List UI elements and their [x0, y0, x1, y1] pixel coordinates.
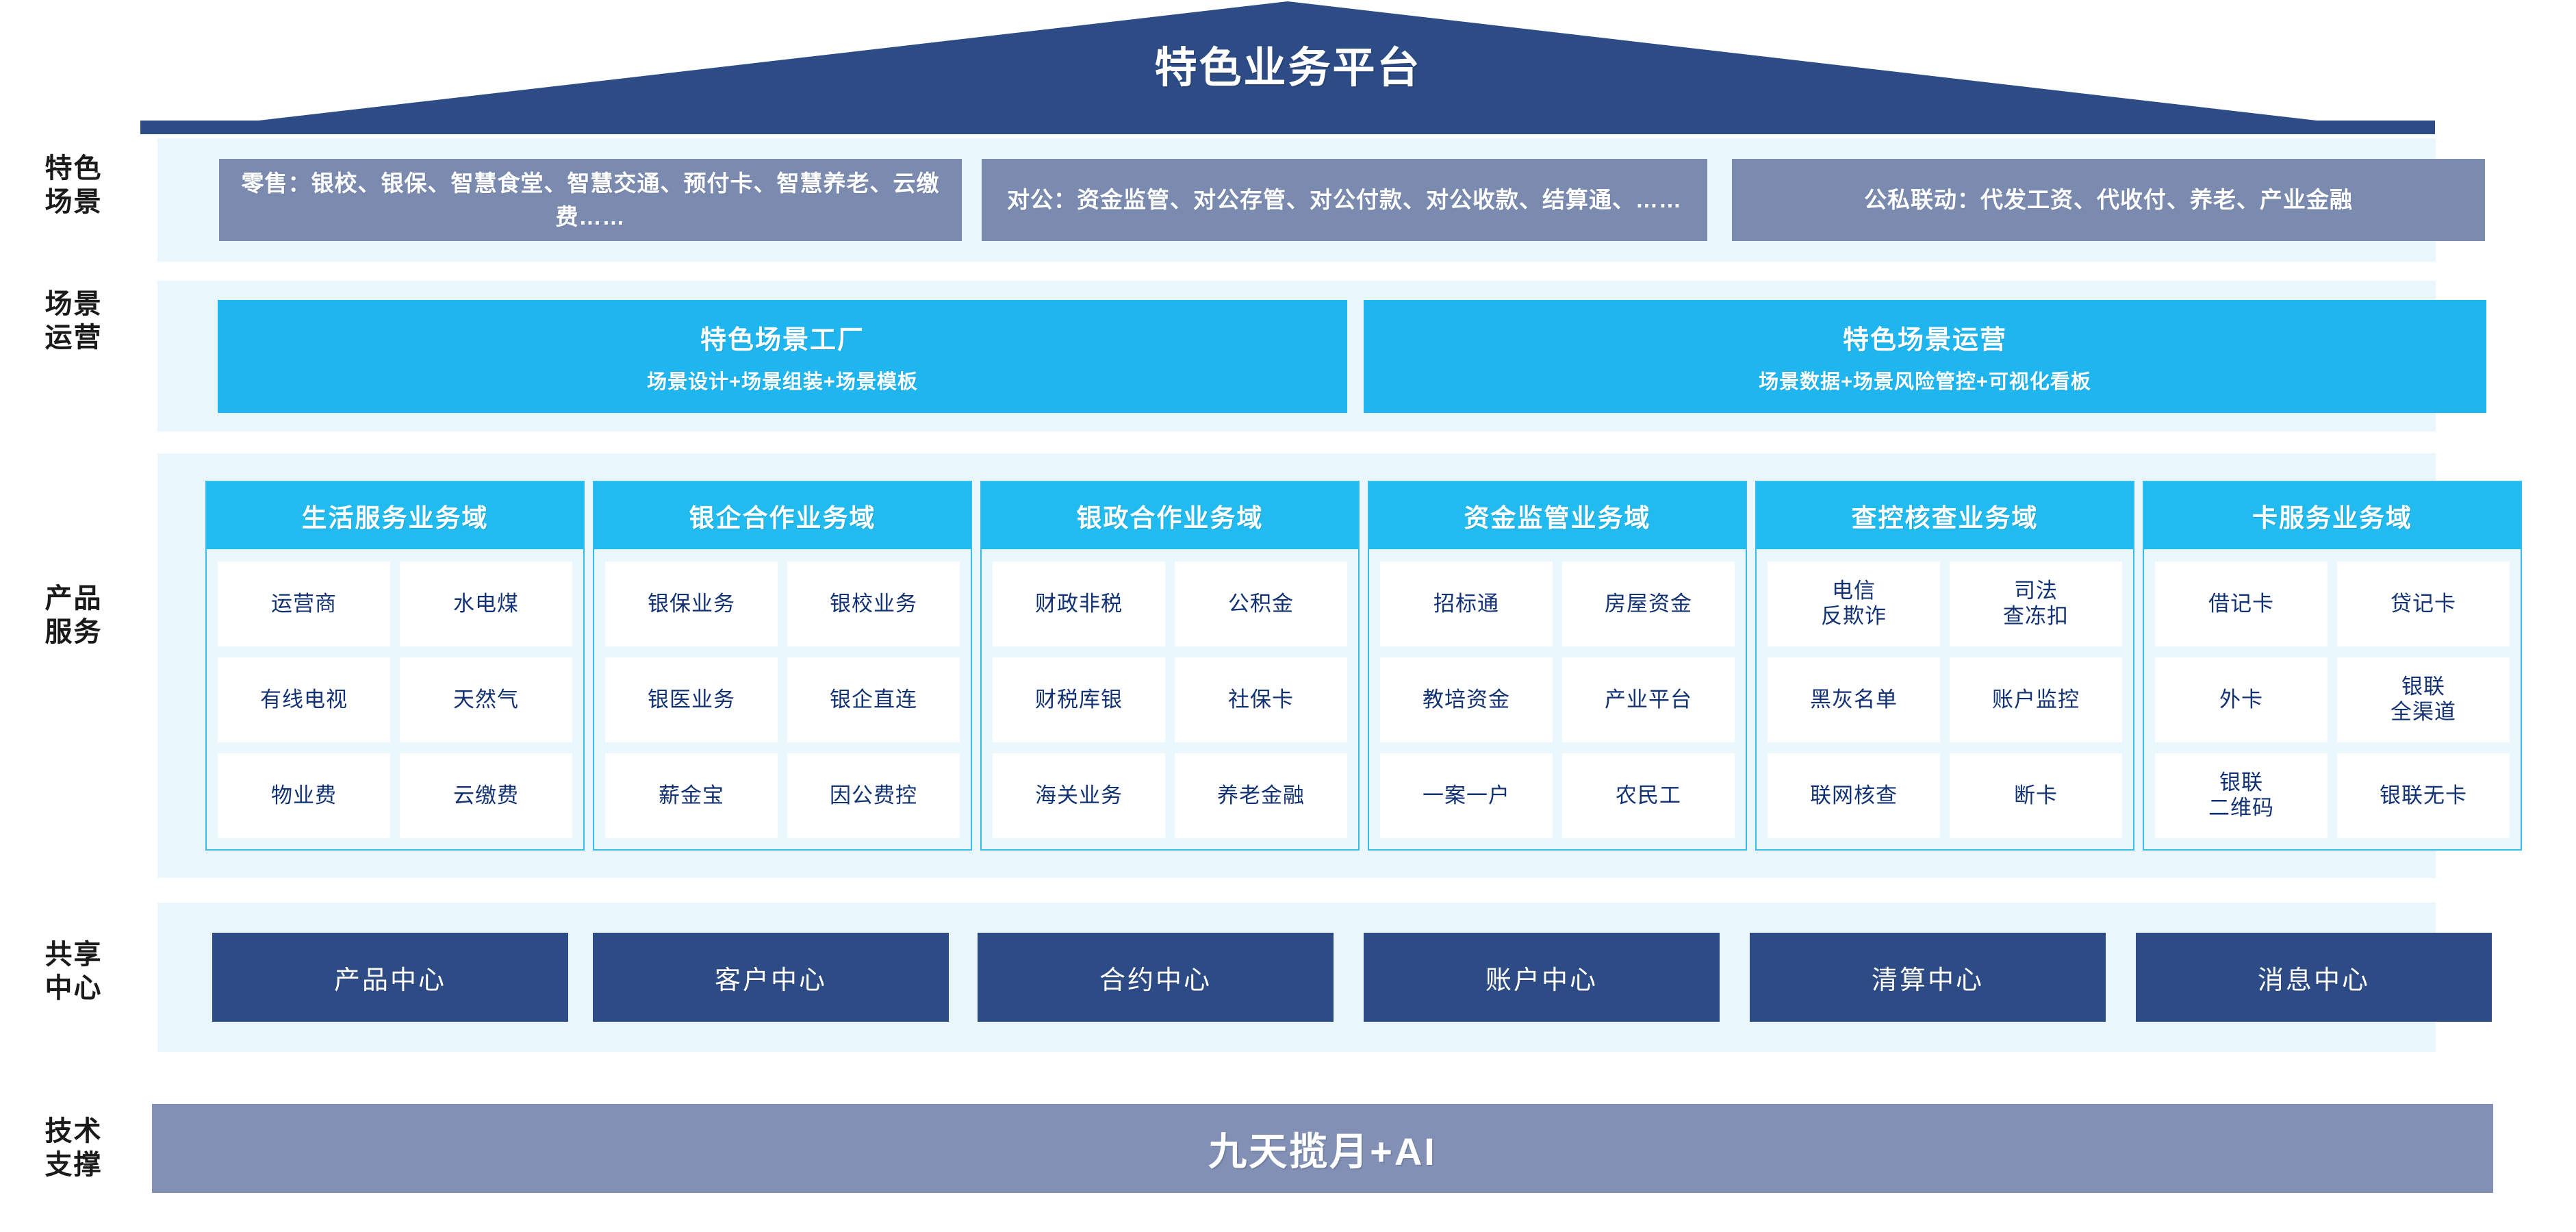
domain-item[interactable]: 云缴费 — [400, 753, 572, 838]
domain-title: 银政合作业务域 — [982, 482, 1358, 549]
shared-center-clearing[interactable]: 清算中心 — [1750, 933, 2106, 1022]
domain-item[interactable]: 银校业务 — [787, 562, 960, 646]
domain-item-grid: 借记卡 贷记卡 外卡 银联全渠道 银联二维码 银联无卡 — [2144, 549, 2521, 849]
domain-item[interactable]: 房屋资金 — [1562, 562, 1735, 646]
domain-item[interactable]: 银医业务 — [605, 657, 778, 742]
domain-item[interactable]: 电信反欺诈 — [1768, 562, 1940, 646]
scenario-box-linkage[interactable]: 公私联动：代发工资、代收付、养老、产业金融 — [1732, 159, 2485, 241]
operation-box-scene-operation[interactable]: 特色场景运营 场景数据+场景风险管控+可视化看板 — [1364, 300, 2486, 413]
domain-item[interactable]: 产业平台 — [1562, 657, 1735, 742]
domain-item[interactable]: 银企直连 — [787, 657, 960, 742]
domain-item[interactable]: 运营商 — [218, 562, 390, 646]
operation-subtitle: 场景设计+场景组装+场景模板 — [647, 371, 918, 393]
domain-item[interactable]: 银联无卡 — [2337, 753, 2510, 838]
domain-item[interactable]: 联网核查 — [1768, 753, 1940, 838]
operation-title: 特色场景工厂 — [700, 326, 865, 355]
operation-title: 特色场景运营 — [1842, 326, 2007, 355]
domain-item[interactable]: 物业费 — [218, 753, 390, 838]
domain-item-grid: 招标通 房屋资金 教培资金 产业平台 一案一户 农民工 — [1369, 549, 1746, 849]
domain-item[interactable]: 薪金宝 — [605, 753, 778, 838]
domain-item[interactable]: 外卡 — [2155, 657, 2328, 742]
domain-title: 银企合作业务域 — [594, 482, 971, 549]
rail-label-scenario: 特色场景 — [44, 153, 103, 217]
domain-item[interactable]: 借记卡 — [2155, 562, 2328, 646]
tech-support-bar[interactable]: 九天揽月+AI — [152, 1104, 2493, 1193]
domain-item[interactable]: 财政非税 — [993, 562, 1165, 646]
operation-subtitle: 场景数据+场景风险管控+可视化看板 — [1759, 371, 2091, 393]
rail-label-operation: 场景运营 — [44, 289, 103, 353]
domain-item[interactable]: 养老金融 — [1175, 753, 1347, 838]
domain-item[interactable]: 财税库银 — [993, 657, 1165, 742]
rail-label-product: 产品服务 — [44, 583, 103, 647]
domain-item[interactable]: 教培资金 — [1380, 657, 1553, 742]
rail-label-tech: 技术支撑 — [44, 1116, 103, 1180]
domain-item[interactable]: 有线电视 — [218, 657, 390, 742]
domain-item[interactable]: 海关业务 — [993, 753, 1165, 838]
rail-label-shared: 共享中心 — [44, 940, 103, 1003]
domain-title: 查控核查业务域 — [1757, 482, 2133, 549]
page-title: 特色业务平台 — [1154, 45, 1422, 92]
domain-item[interactable]: 社保卡 — [1175, 657, 1347, 742]
domain-item[interactable]: 水电煤 — [400, 562, 572, 646]
shared-center-customer[interactable]: 客户中心 — [593, 933, 949, 1022]
shared-center-contract[interactable]: 合约中心 — [978, 933, 1334, 1022]
domain-item[interactable]: 贷记卡 — [2337, 562, 2510, 646]
domain-item-grid: 银保业务 银校业务 银医业务 银企直连 薪金宝 因公费控 — [594, 549, 971, 849]
domain-item[interactable]: 一案一户 — [1380, 753, 1553, 838]
domain-item[interactable]: 银联全渠道 — [2337, 657, 2510, 742]
domain-item[interactable]: 天然气 — [400, 657, 572, 742]
domain-item[interactable]: 断卡 — [1950, 753, 2122, 838]
domain-item-grid: 财政非税 公积金 财税库银 社保卡 海关业务 养老金融 — [982, 549, 1358, 849]
domain-item[interactable]: 司法查冻扣 — [1950, 562, 2122, 646]
shared-center-message[interactable]: 消息中心 — [2136, 933, 2492, 1022]
domain-item[interactable]: 银保业务 — [605, 562, 778, 646]
domain-investigation[interactable]: 查控核查业务域 电信反欺诈 司法查冻扣 黑灰名单 账户监控 联网核查 断卡 — [1755, 481, 2134, 851]
domain-bank-enterprise[interactable]: 银企合作业务域 银保业务 银校业务 银医业务 银企直连 薪金宝 因公费控 — [593, 481, 972, 851]
domain-life-service[interactable]: 生活服务业务域 运营商 水电煤 有线电视 天然气 物业费 云缴费 — [205, 481, 585, 851]
shared-center-account[interactable]: 账户中心 — [1364, 933, 1720, 1022]
scenario-box-corporate[interactable]: 对公：资金监管、对公存管、对公付款、对公收款、结算通、…… — [982, 159, 1707, 241]
domain-item[interactable]: 公积金 — [1175, 562, 1347, 646]
domain-item[interactable]: 银联二维码 — [2155, 753, 2328, 838]
domain-item[interactable]: 农民工 — [1562, 753, 1735, 838]
operation-box-scene-factory[interactable]: 特色场景工厂 场景设计+场景组装+场景模板 — [218, 300, 1347, 413]
scenario-box-retail[interactable]: 零售：银校、银保、智慧食堂、智慧交通、预付卡、智慧养老、云缴费…… — [219, 159, 962, 241]
domain-bank-government[interactable]: 银政合作业务域 财政非税 公积金 财税库银 社保卡 海关业务 养老金融 — [980, 481, 1360, 851]
domain-item[interactable]: 招标通 — [1380, 562, 1553, 646]
domain-title: 生活服务业务域 — [207, 482, 583, 549]
domain-item-grid: 电信反欺诈 司法查冻扣 黑灰名单 账户监控 联网核查 断卡 — [1757, 549, 2133, 849]
domain-item[interactable]: 账户监控 — [1950, 657, 2122, 742]
shared-center-product[interactable]: 产品中心 — [212, 933, 568, 1022]
domain-item[interactable]: 黑灰名单 — [1768, 657, 1940, 742]
platform-roof — [0, 0, 2576, 137]
domain-title: 资金监管业务域 — [1369, 482, 1746, 549]
domain-fund-supervision[interactable]: 资金监管业务域 招标通 房屋资金 教培资金 产业平台 一案一户 农民工 — [1368, 481, 1747, 851]
domain-item[interactable]: 因公费控 — [787, 753, 960, 838]
domain-title: 卡服务业务域 — [2144, 482, 2521, 549]
domain-item-grid: 运营商 水电煤 有线电视 天然气 物业费 云缴费 — [207, 549, 583, 849]
domain-card-service[interactable]: 卡服务业务域 借记卡 贷记卡 外卡 银联全渠道 银联二维码 银联无卡 — [2143, 481, 2522, 851]
